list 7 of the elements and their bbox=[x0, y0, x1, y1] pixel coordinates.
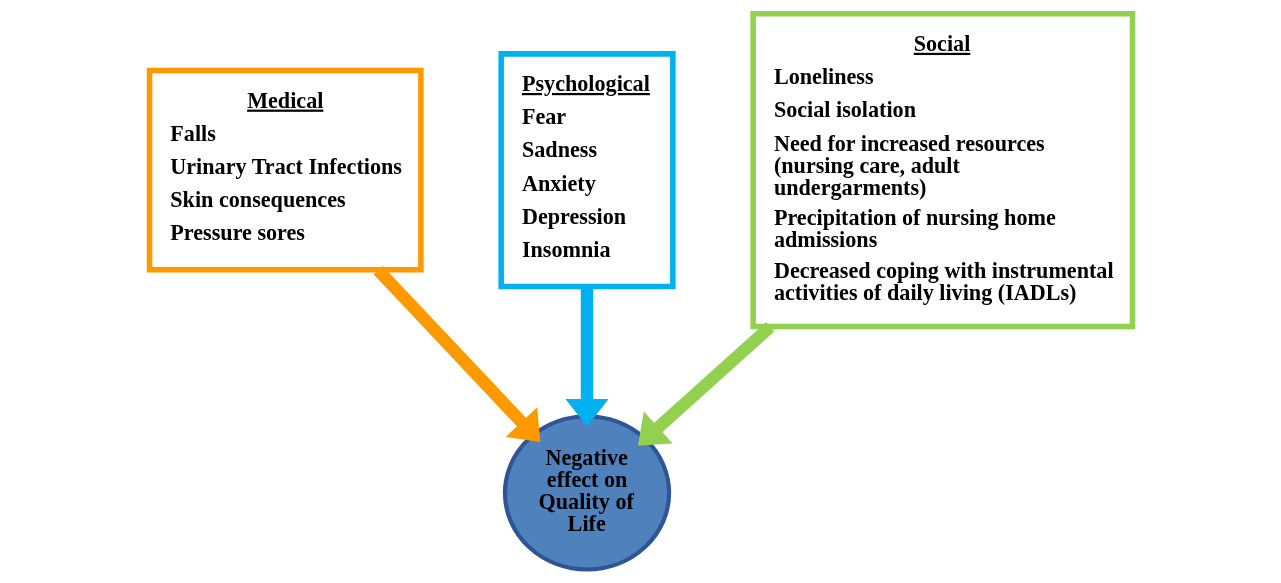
node-box: Medical Falls Urinary Tract Infections Skin consequences Pressure sores bbox=[146, 67, 424, 273]
node-box: Psychological Fear Sadness Anxiety Depression Insomnia bbox=[497, 51, 676, 290]
arrow bbox=[637, 322, 774, 446]
node-circle: Negative effect on Quality of Life bbox=[502, 414, 671, 572]
arrow bbox=[564, 286, 609, 427]
arrow bbox=[373, 265, 540, 442]
node-box: Social Loneliness Social isolation Need for increased resources (nursing care, adult undergarments) Precipitation of nursing home admissions Decreased coping with instrumental activities of daily living (IADLs) bbox=[749, 10, 1135, 330]
